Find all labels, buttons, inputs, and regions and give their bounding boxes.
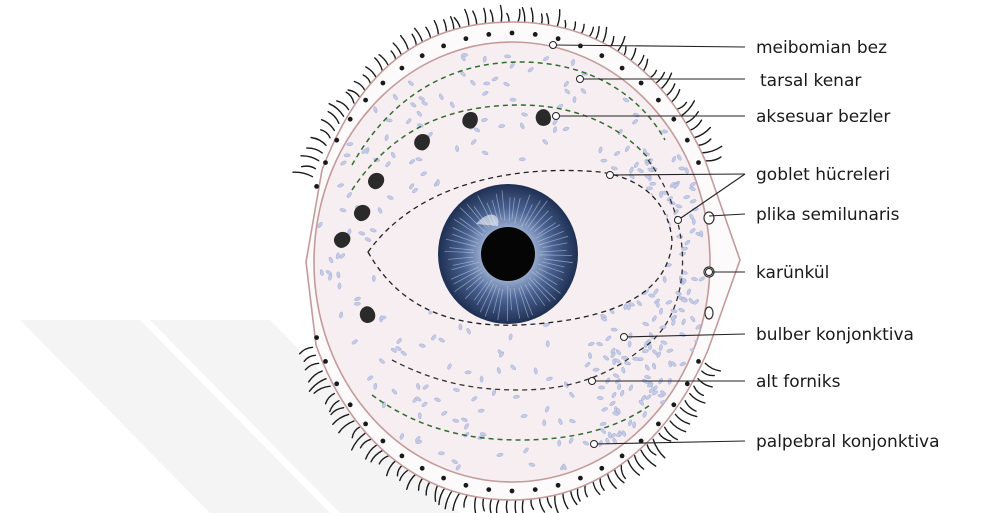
label-alt-forniks: alt forniks: [756, 372, 841, 392]
eyeball: [438, 184, 578, 324]
label-karunkul: karünkül: [756, 263, 829, 283]
label-meibomian-bez: meibomian bez: [756, 38, 887, 58]
label-aksesuar-bezler: aksesuar bezler: [756, 107, 890, 127]
label-bulber-konjonktiva: bulber konjonktiva: [756, 325, 914, 345]
label-goblet-hucreleri: goblet hücreleri: [756, 165, 890, 185]
label-palpebral-konjonktiva: palpebral konjonktiva: [756, 432, 940, 452]
label-tarsal-kenar: tarsal kenar: [760, 71, 861, 91]
labels: meibomian bez tarsal kenar aksesuar bezl…: [756, 38, 940, 452]
pupil: [481, 227, 535, 281]
label-plika-semilunaris: plika semilunaris: [756, 205, 900, 225]
